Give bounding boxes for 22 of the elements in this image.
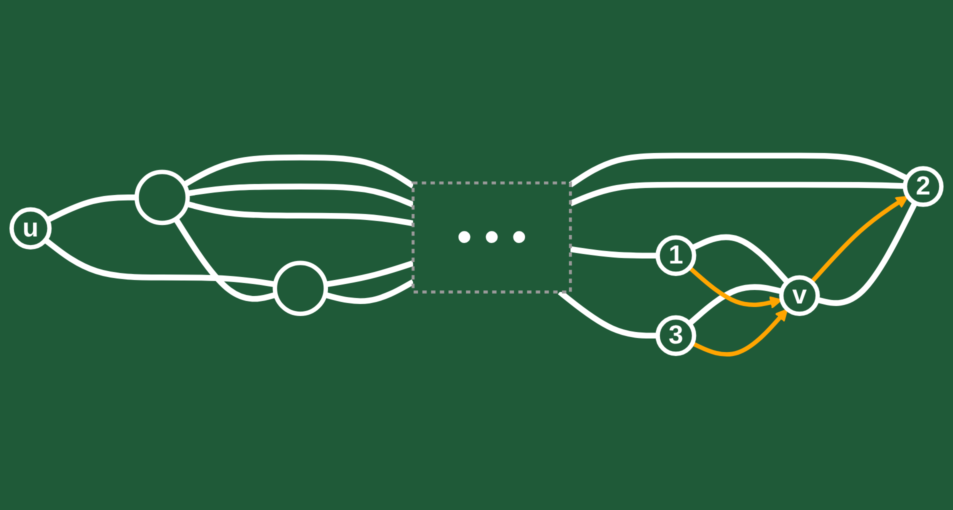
node-circle: 2 [902,166,944,206]
connector [44,237,276,287]
arrow [691,308,788,356]
arrow [810,195,908,284]
node-circle: 1 [656,234,696,276]
connector [325,260,414,287]
connector [182,154,415,188]
connector [173,216,276,302]
connector [688,284,782,326]
connector [570,246,658,258]
node-circle: 3 [656,314,696,356]
node-circle [134,169,190,225]
arrow [688,266,782,308]
node-circle [272,260,328,316]
connector [691,234,790,284]
connector [816,201,918,306]
connector [46,194,137,222]
connector [568,152,908,187]
node-box: • • • [412,181,572,293]
connector [186,200,414,226]
node-circle: v [779,274,820,316]
node-circle: u [9,206,52,249]
